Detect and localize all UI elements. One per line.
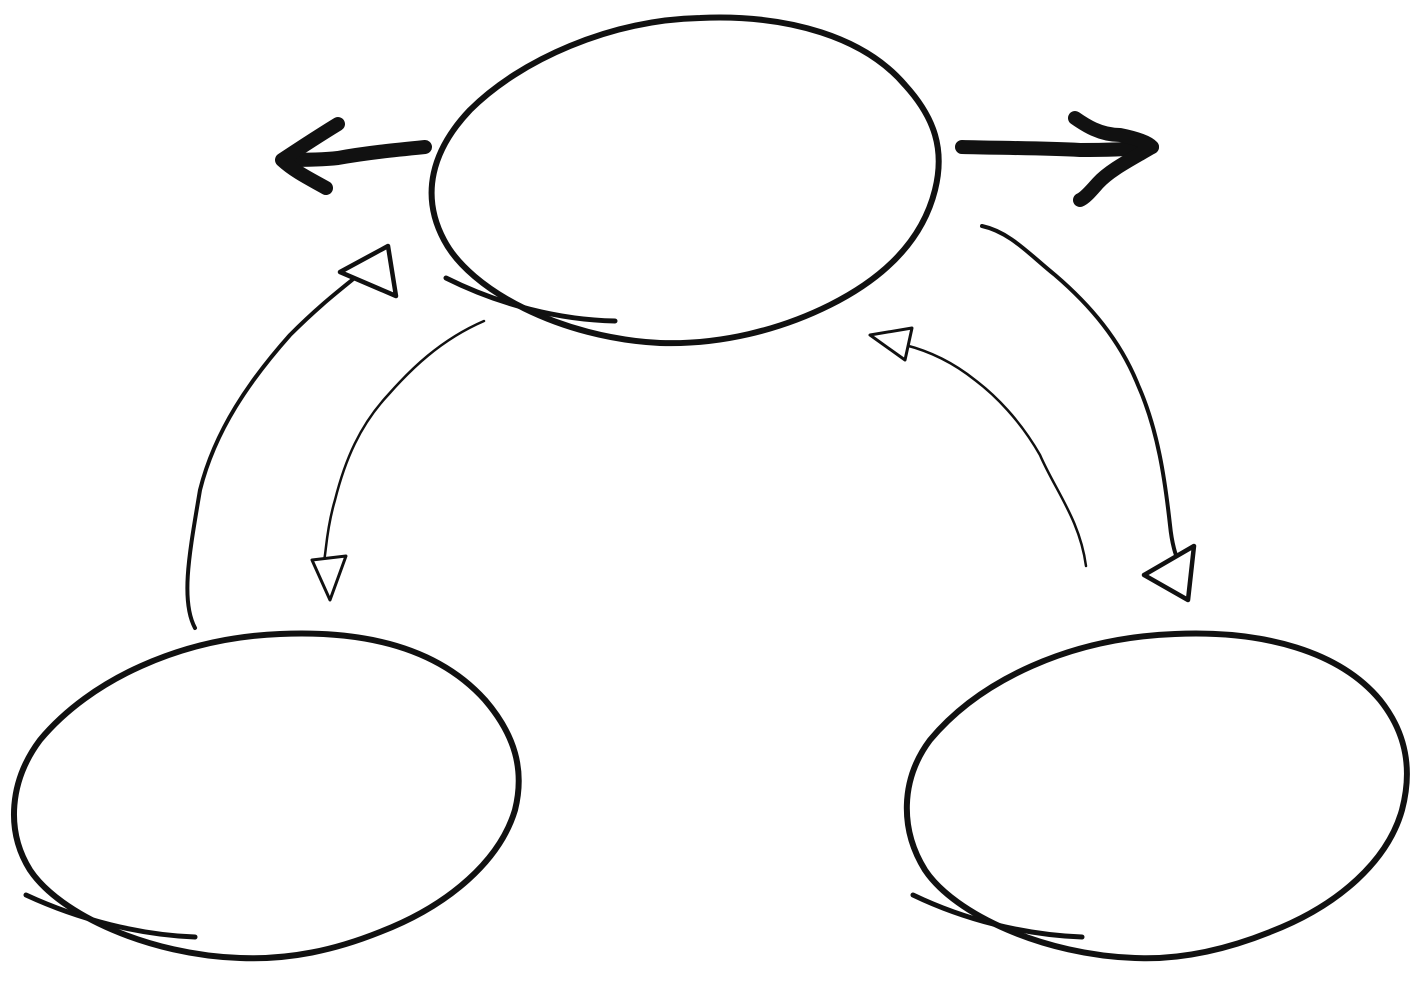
node-top-outline — [428, 14, 942, 347]
outward-arrow-right-head — [1068, 111, 1159, 207]
node-top-tail-stroke — [443, 275, 618, 324]
arrow-bottom-left-to-top-line — [185, 274, 359, 630]
arrow-top-to-bottom-left-line — [322, 319, 486, 562]
node-bottom-left-outline — [11, 630, 522, 962]
arrow-top-to-bottom-left-head — [310, 554, 348, 602]
arrow-top-to-bottom-right — [980, 224, 1197, 603]
node-bottom-right — [903, 630, 1410, 962]
arrow-bottom-right-to-top-line — [903, 343, 1088, 568]
node-bottom-left — [11, 630, 522, 962]
node-bottom-right-outline — [903, 630, 1410, 962]
arrow-top-to-bottom-left — [310, 319, 486, 602]
node-bottom-right-tail-stroke — [910, 892, 1085, 940]
arrow-bottom-left-to-top-head — [337, 243, 399, 299]
node-bottom-left-tail-stroke — [23, 892, 198, 940]
outward-arrow-left-head — [275, 117, 345, 195]
arrow-top-to-bottom-right-line — [980, 224, 1180, 562]
outward-arrow-left-shaft — [278, 140, 432, 167]
outward-arrow-right-shaft — [955, 140, 1159, 157]
outward-arrow-left — [275, 117, 432, 195]
arrow-bottom-left-to-top — [185, 243, 399, 630]
outward-arrow-right — [955, 111, 1159, 207]
arrow-bottom-right-to-top — [868, 326, 1088, 568]
arrow-bottom-right-to-top-head — [868, 326, 914, 362]
arrow-top-to-bottom-right-head — [1141, 543, 1197, 603]
node-top — [428, 14, 942, 347]
